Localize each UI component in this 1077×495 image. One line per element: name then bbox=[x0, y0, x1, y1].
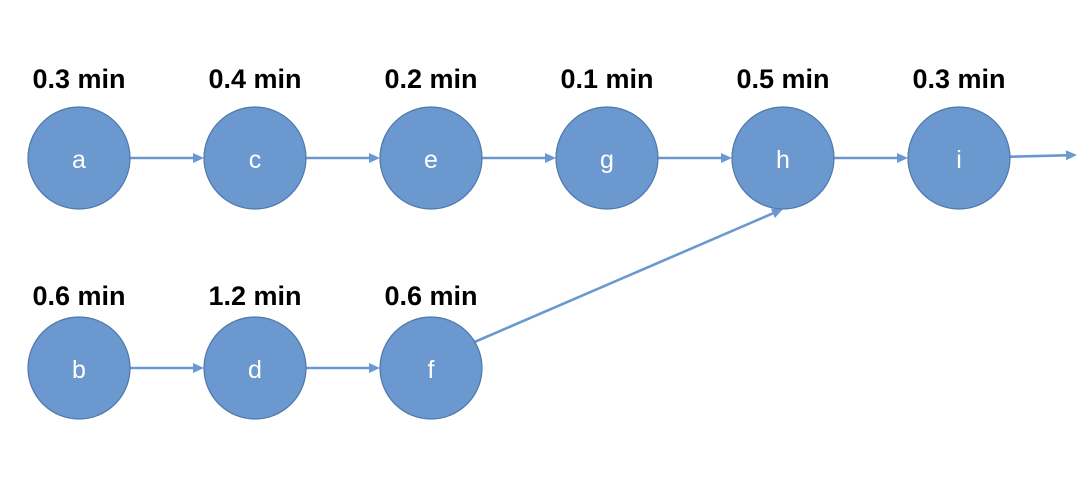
node-b: b 0.6 min bbox=[27, 281, 131, 420]
node-circle bbox=[555, 106, 659, 210]
edge-h-i bbox=[834, 153, 908, 163]
arrow-head bbox=[193, 153, 204, 163]
time-label: 0.3 min bbox=[32, 64, 125, 94]
node-label: d bbox=[248, 356, 262, 384]
arrow-head bbox=[897, 153, 908, 163]
arrow-head bbox=[369, 363, 380, 373]
edge-line bbox=[1009, 153, 1067, 159]
node-label: g bbox=[600, 146, 614, 174]
node-label: a bbox=[72, 146, 86, 174]
time-label: 0.5 min bbox=[736, 64, 829, 94]
time-label: 0.6 min bbox=[32, 281, 125, 311]
arrow-head bbox=[721, 153, 732, 163]
arrow-head bbox=[369, 153, 380, 163]
node-circle bbox=[27, 106, 131, 210]
time-label: 0.4 min bbox=[208, 64, 301, 94]
node-g: g 0.1 min bbox=[555, 64, 659, 210]
node-d: d 1.2 min bbox=[203, 281, 307, 420]
node-circle bbox=[907, 106, 1011, 210]
edge-d-f bbox=[306, 363, 380, 373]
node-e: e 0.2 min bbox=[379, 64, 483, 210]
node-label: f bbox=[428, 356, 435, 384]
edge-i-exit bbox=[1009, 150, 1077, 161]
node-c: c 0.4 min bbox=[203, 64, 307, 210]
node-label: b bbox=[72, 356, 86, 384]
node-label: i bbox=[956, 146, 962, 174]
edge-b-d bbox=[130, 363, 204, 373]
node-circle bbox=[731, 106, 835, 210]
node-circle bbox=[203, 106, 307, 210]
node-circle bbox=[379, 316, 483, 420]
arrow-head bbox=[1065, 150, 1077, 161]
time-label: 0.2 min bbox=[384, 64, 477, 94]
node-circle bbox=[27, 316, 131, 420]
node-label: e bbox=[424, 146, 438, 174]
edge-e-g bbox=[482, 153, 556, 163]
node-h: h 0.5 min bbox=[731, 64, 835, 210]
arrow-head bbox=[193, 363, 204, 373]
edge-f-h bbox=[474, 208, 783, 344]
arrow-head bbox=[770, 208, 783, 218]
time-label: 0.6 min bbox=[384, 281, 477, 311]
edge-a-c bbox=[130, 153, 204, 163]
edge-g-h bbox=[658, 153, 732, 163]
node-label: h bbox=[776, 146, 790, 174]
node-f: f 0.6 min bbox=[379, 281, 483, 420]
time-label: 1.2 min bbox=[208, 281, 301, 311]
edge-c-e bbox=[306, 153, 380, 163]
node-i: i 0.3 min bbox=[907, 64, 1011, 210]
arrow-head bbox=[545, 153, 556, 163]
nodes-layer: a 0.3 min c 0.4 min e 0.2 min g 0.1 min h 0.5 min… bbox=[27, 64, 1011, 420]
node-label: c bbox=[249, 146, 262, 174]
edges-layer bbox=[130, 150, 1077, 373]
edge-line bbox=[474, 212, 774, 344]
time-label: 0.1 min bbox=[560, 64, 653, 94]
node-circle bbox=[203, 316, 307, 420]
time-label: 0.3 min bbox=[912, 64, 1005, 94]
node-circle bbox=[379, 106, 483, 210]
node-a: a 0.3 min bbox=[27, 64, 131, 210]
